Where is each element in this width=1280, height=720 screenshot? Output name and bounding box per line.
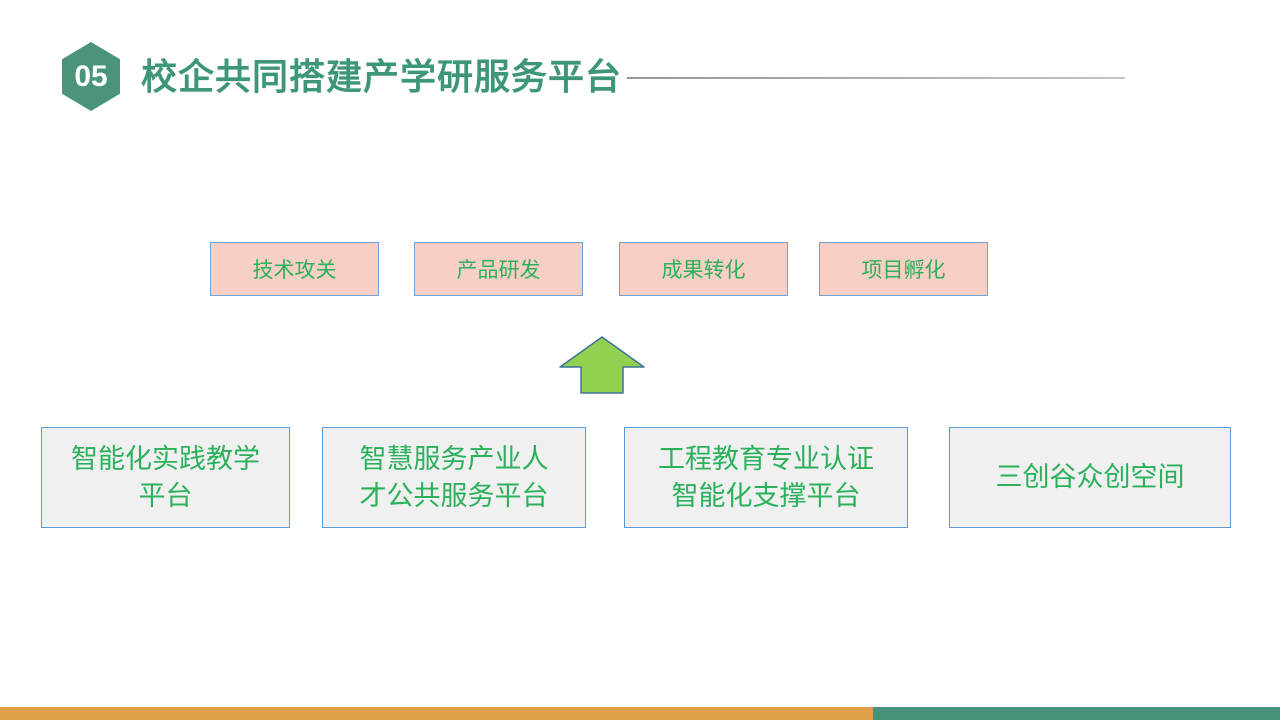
platform-box-line: 智能化实践教学 bbox=[71, 443, 260, 474]
platform-box-line: 才公共服务平台 bbox=[359, 480, 549, 511]
platform-box-line: 平台 bbox=[138, 480, 193, 511]
platform-box-line: 智慧服务产业人 bbox=[359, 443, 549, 474]
section-badge: 05 bbox=[54, 33, 128, 120]
up-arrow-shape bbox=[559, 336, 645, 394]
platform-box-line: 智能化支撑平台 bbox=[671, 480, 861, 511]
platform-box-2: 智慧服务产业人 才公共服务平台 bbox=[322, 427, 586, 528]
process-box-label: 成果转化 bbox=[661, 259, 746, 282]
process-box-label: 产品研发 bbox=[456, 259, 541, 282]
platform-box-1: 智能化实践教学 平台 bbox=[41, 427, 290, 528]
process-box-1: 技术攻关 bbox=[210, 242, 379, 296]
process-box-4: 项目孵化 bbox=[819, 242, 988, 296]
process-box-label: 技术攻关 bbox=[252, 259, 337, 282]
process-box-3: 成果转化 bbox=[619, 242, 788, 296]
title-divider-line bbox=[627, 77, 1125, 79]
process-box-label: 项目孵化 bbox=[861, 259, 946, 282]
up-arrow-icon bbox=[559, 336, 645, 394]
platform-box-line: 工程教育专业认证 bbox=[658, 443, 874, 474]
process-box-2: 产品研发 bbox=[414, 242, 583, 296]
section-number: 05 bbox=[74, 59, 108, 93]
footer-bar-green bbox=[873, 707, 1280, 720]
platform-box-line: 三创谷众创空间 bbox=[995, 462, 1185, 492]
platform-box-4: 三创谷众创空间 bbox=[949, 427, 1231, 528]
platform-box-3: 工程教育专业认证 智能化支撑平台 bbox=[624, 427, 908, 528]
footer-bar-orange bbox=[0, 707, 873, 720]
page-title: 校企共同搭建产学研服务平台 bbox=[141, 56, 623, 97]
